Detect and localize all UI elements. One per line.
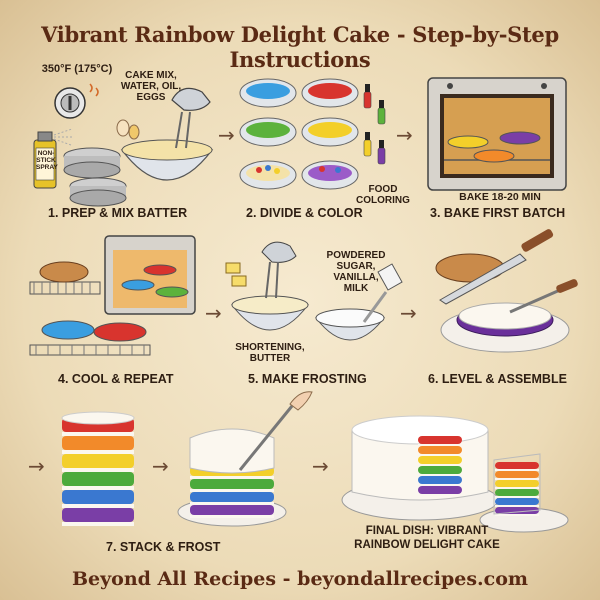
frosting-layer <box>62 504 134 508</box>
final-dish-caption: FINAL DISH: VIBRANT RAINBOW DELIGHT CAKE <box>354 525 500 551</box>
mixer-icon <box>261 241 297 299</box>
cake-layer <box>495 507 539 514</box>
cake-layer <box>418 456 462 464</box>
frosting-layer <box>495 469 539 471</box>
butter-icon <box>225 262 247 287</box>
spatula-icon <box>238 391 313 471</box>
frosting-layer <box>495 505 539 507</box>
final-cake-illustration <box>341 415 499 521</box>
cake-layer <box>62 436 134 450</box>
ingredients-label: CAKE MIX, WATER, OIL, EGGS <box>120 70 182 103</box>
cake-layer <box>190 505 274 515</box>
frosting-layer <box>62 450 134 454</box>
bowl-icon <box>239 78 359 190</box>
footer-credit: Beyond All Recipes - beyondallrecipes.co… <box>71 568 529 590</box>
step-4-caption: 4. COOL & REPEAT <box>58 372 174 386</box>
cake-layer <box>495 462 539 469</box>
frosting-layer <box>418 484 462 486</box>
arrow-icon: → <box>312 454 329 478</box>
cake-slice-icon <box>479 453 569 533</box>
cake-layer <box>418 446 462 454</box>
oven-icon <box>427 77 567 191</box>
cake-layer <box>190 479 274 489</box>
egg-icon <box>116 119 140 140</box>
frosting-layer <box>190 489 274 492</box>
layer-cake-icon <box>61 411 135 526</box>
step-3-caption: 3. BAKE FIRST BATCH <box>430 206 566 220</box>
step-7-caption: 7. STACK & FROST <box>106 540 221 554</box>
cake-layer <box>62 472 134 486</box>
cake-layer <box>62 490 134 504</box>
powdered-sugar-label: POWDERED SUGAR, VANILLA, MILK <box>326 250 386 294</box>
bowl-icon <box>230 295 310 331</box>
step-6-caption: 6. LEVEL & ASSEMBLE <box>428 372 567 386</box>
bake-time-label: BAKE 18-20 MIN <box>459 191 541 203</box>
cake-pan-icon <box>63 147 127 207</box>
frosting-layer <box>495 514 539 516</box>
mixer-icon <box>171 87 211 149</box>
frosting-top <box>61 411 135 425</box>
arrow-icon: → <box>400 301 417 325</box>
frosting-layer <box>418 454 462 456</box>
step-6-illustration <box>435 229 578 353</box>
step-2-illustration <box>239 78 386 190</box>
frosting-layer <box>418 494 462 496</box>
cake-layer <box>495 471 539 478</box>
spray-label: NON-STICK SPRAY <box>36 150 58 171</box>
oven-temp-label: 350°F (175°C) <box>41 63 113 75</box>
food-coloring-label: FOOD COLORING <box>356 184 410 206</box>
cake-layer <box>418 436 462 444</box>
frosting-layer <box>190 502 274 505</box>
cake-layer <box>495 480 539 487</box>
cake-layer <box>190 492 274 502</box>
arrow-icon: → <box>218 123 235 147</box>
arrow-icon: → <box>205 301 222 325</box>
cake-layer <box>62 454 134 468</box>
cake-layer <box>418 466 462 474</box>
step-2-caption: 2. DIVIDE & COLOR <box>246 206 363 220</box>
bowl-icon <box>314 291 388 341</box>
frosting-layer <box>495 487 539 489</box>
arrow-icon: → <box>152 454 169 478</box>
frosting-layer <box>418 474 462 476</box>
spatula-icon <box>509 279 578 314</box>
frosting-layer <box>495 496 539 498</box>
frosting-layer <box>62 522 134 526</box>
arrow-icon: → <box>396 123 413 147</box>
bowl-icon <box>120 139 214 181</box>
dropper-icon <box>363 84 386 165</box>
frosting-layer <box>190 515 274 518</box>
layer-cake-icon <box>177 391 313 527</box>
step-5-illustration <box>225 241 403 341</box>
oven-dial-icon <box>54 83 99 119</box>
milk-jug-icon <box>377 263 403 291</box>
cooling-rack-icon <box>29 261 151 356</box>
oven-icon <box>104 235 196 315</box>
cake-layer <box>418 486 462 494</box>
frosting-layer <box>62 468 134 472</box>
frosting-layer <box>495 478 539 480</box>
step-5-caption: 5. MAKE FROSTING <box>248 372 367 386</box>
frosting-layer <box>418 464 462 466</box>
frosting-layer <box>418 444 462 446</box>
frosting-layer <box>62 432 134 436</box>
spray-can-icon <box>33 128 74 189</box>
cake-layer <box>495 498 539 505</box>
cake-layer <box>62 508 134 522</box>
step-1-caption: 1. PREP & MIX BATTER <box>48 206 188 220</box>
step-1-illustration <box>33 83 214 207</box>
frosting-layer <box>190 476 274 479</box>
cake-layer <box>418 476 462 484</box>
knife-icon <box>439 229 554 305</box>
cake-layer <box>495 489 539 496</box>
frosting-layer <box>62 486 134 490</box>
page-title: Vibrant Rainbow Delight Cake - Step-by-S… <box>41 22 559 72</box>
step-4-illustration <box>29 235 196 356</box>
shortening-label: SHORTENING, BUTTER <box>235 342 305 364</box>
arrow-icon: → <box>28 454 45 478</box>
